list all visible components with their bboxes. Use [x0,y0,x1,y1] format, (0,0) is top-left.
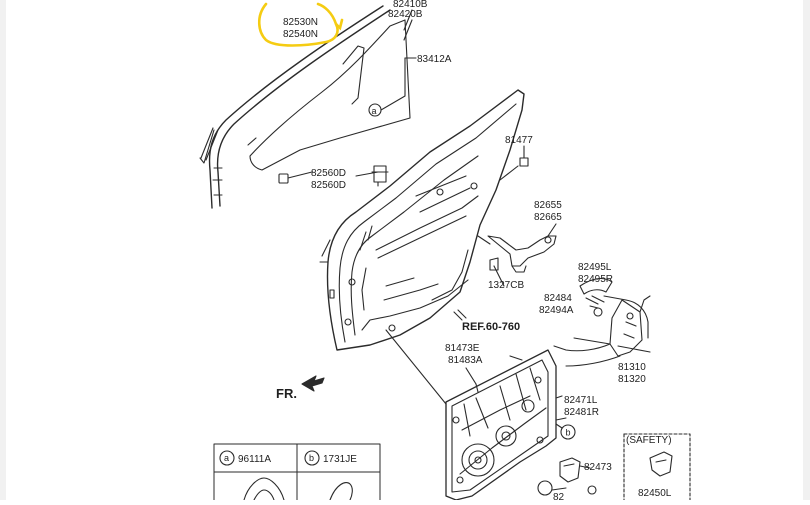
label-bottom-partial: 82 [553,492,565,500]
callout-a-marker: a [372,106,377,116]
label-rod-b: 82494A [539,305,574,316]
label-checker-b: 82665 [534,212,562,223]
right-frame-edge [803,0,810,500]
label-clip-b: 82560D [311,180,346,191]
outer-handle [579,277,649,339]
table-a-part: 96111A [238,454,271,465]
label-regulator-a: 82471L [564,395,598,406]
fr-arrow [301,375,325,392]
label-run-channel: 82420B [388,9,423,20]
label-rod-a: 82484 [544,293,572,304]
door-latch [553,295,651,367]
door-shell [319,89,525,351]
label-hinge-bolt: 1327CB [488,280,524,291]
left-frame-edge [0,0,6,500]
label-motor: 82473 [584,462,612,473]
table-b-letter: b [309,453,314,463]
run-channel [199,5,391,209]
label-checker-a: 82655 [534,200,562,211]
callout-table [213,443,381,501]
label-glass-secondary: 82540N [283,29,318,40]
door-checker [477,223,557,287]
label-regulator-top: 82410B [393,0,428,10]
glass-leaders [287,9,417,179]
label-module-b: 81483A [448,355,483,366]
label-glass-side: 83412A [417,54,452,65]
label-outer-handle-a: 82495L [578,262,612,273]
callout-b-marker: b [566,428,571,438]
label-latch-a: 81310 [618,362,646,373]
door-glass [247,19,411,171]
part-labels: 82410B 82420B 82530N 82540N 83412A a 825… [224,0,672,503]
label-fr: FR. [276,386,297,401]
highlight-loop [257,2,344,47]
label-ref: REF.60-760 [462,321,520,333]
label-safety-part: 82450L [638,488,672,499]
table-a-letter: a [224,453,229,463]
label-regulator-b: 82481R [564,407,599,418]
bolt-part [499,145,529,181]
label-outer-handle-b: 82495R [578,274,613,285]
ref-leader [453,309,467,321]
module-leader [385,329,447,431]
table-b-part: 1731JE [323,454,357,465]
window-regulator [445,349,576,501]
glass-clips [278,165,389,187]
safety-box [623,433,691,501]
label-module-a: 81473E [445,343,480,354]
label-safety: (SAFETY) [626,435,672,446]
label-bolt-top: 81477 [505,135,533,146]
label-clip-a: 82560D [311,168,346,179]
label-latch-b: 81320 [618,374,646,385]
regulator-motor [537,457,597,496]
label-glass-primary: 82530N [283,17,318,28]
